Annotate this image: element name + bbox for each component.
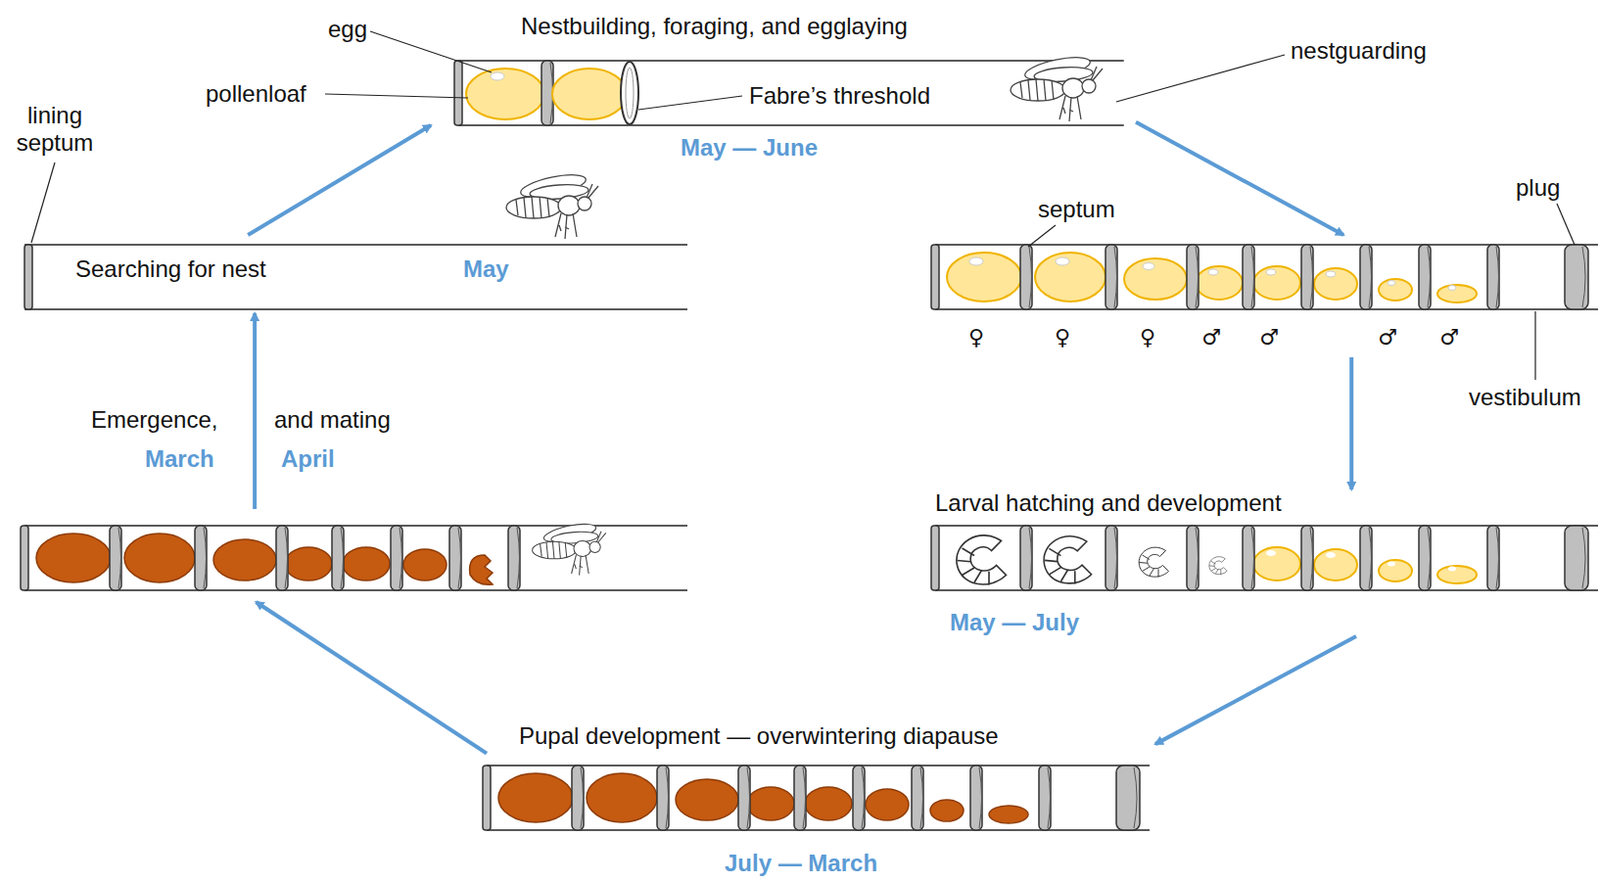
title-text: and mating — [274, 406, 391, 434]
part-label: plug — [1515, 174, 1560, 202]
month-label: May — [463, 255, 510, 283]
cycle-arrow — [1135, 122, 1344, 236]
cycle-arrow — [247, 125, 431, 236]
stage-searching: Searching for nest May — [19, 235, 696, 314]
sex-symbol: ♀ — [1054, 324, 1071, 352]
cycle-arrow — [1155, 636, 1357, 745]
month-label: May — July — [949, 609, 1080, 637]
stage-emergence: Emergence,Marchand matingApril — [19, 509, 696, 603]
sex-symbol: ♂ — [1439, 324, 1459, 352]
month-label: March — [144, 445, 215, 473]
sex-symbol: ♀ — [1139, 324, 1156, 352]
title-text: Emergence, — [91, 406, 218, 434]
title-text: Pupal development — overwintering diapau… — [518, 722, 999, 751]
sex-symbol: ♂ — [1201, 324, 1222, 352]
sex-symbol: ♂ — [1377, 324, 1398, 352]
part-label: lining septum — [7, 101, 102, 157]
month-label: April — [281, 445, 335, 473]
part-label: nestguarding — [1290, 37, 1427, 65]
sex-symbol: ♂ — [1259, 324, 1279, 352]
stage-pupal: Pupal development — overwintering diapau… — [486, 722, 1156, 878]
part-label: Fabre’s threshold — [749, 82, 931, 110]
stage-completed-nest: ♀ ♀ ♀ ♂ ♂ ♂ ♂ — [930, 235, 1600, 358]
cycle-arrow — [1349, 357, 1354, 490]
stage-larval: Larval hatching and developmentMay — Jul… — [930, 489, 1600, 637]
month-label: July — March — [724, 849, 878, 878]
title-text: Larval hatching and development — [935, 489, 1282, 518]
part-label: egg — [328, 15, 368, 44]
title-text: Searching for nest — [75, 255, 267, 283]
sex-symbol: ♀ — [968, 324, 985, 352]
cycle-arrow — [256, 602, 488, 754]
part-label: pollenloaf — [205, 80, 307, 108]
part-label: vestibulum — [1468, 383, 1582, 412]
cycle-arrow — [252, 313, 257, 510]
part-label: septum — [1037, 195, 1116, 224]
month-label: May — June — [680, 134, 818, 162]
title-text: Nestbuilding, foraging, and egglaying — [520, 12, 908, 41]
